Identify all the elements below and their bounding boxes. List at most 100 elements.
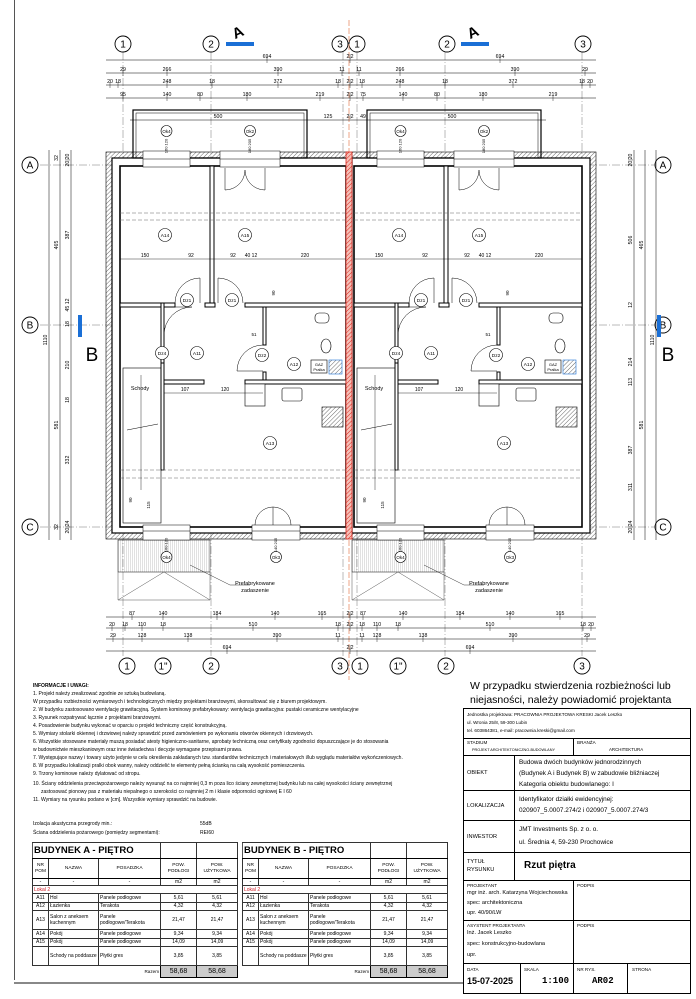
axis-label-top-circle — [202, 35, 220, 53]
dimension-value: 248 — [163, 79, 172, 85]
column-header: POW. PODŁOGI — [160, 858, 198, 879]
notes-section: INFORMACJE I UWAGI: 1. Projekt należy zr… — [33, 682, 463, 804]
wall-stairs — [394, 362, 399, 471]
unit-cell: m2 — [406, 878, 449, 886]
door-swing — [236, 344, 264, 372]
axis-label-top-circle — [331, 35, 349, 53]
dimension-value: 115 — [380, 501, 385, 509]
table-cell: 21,47 — [370, 910, 408, 930]
dimension-value: 92 — [230, 253, 236, 259]
dimension-value: 18 — [122, 622, 128, 628]
dimension-value: 694 — [263, 54, 272, 60]
dimension-value: 18 — [65, 321, 71, 327]
scale-value: 1:100 — [542, 976, 570, 986]
dimension-value: 372 — [274, 79, 283, 85]
note-line: 11. Wymiary na rysunku podano w [cm]. Ws… — [33, 797, 218, 803]
door-swing — [174, 277, 201, 304]
room-tag-circle — [238, 228, 252, 242]
note-line: 2. W budynku zastosowano wentylację graw… — [33, 707, 359, 713]
stairs — [356, 367, 396, 524]
table-cell: 4,32 — [196, 901, 239, 911]
notes-title: INFORMACJE I UWAGI: — [33, 683, 89, 689]
group-row: Lokal 2 — [241, 885, 449, 894]
dimension-value: 140 — [159, 611, 168, 617]
dimension-value: 219 — [316, 92, 325, 98]
unit-cell: - — [48, 878, 99, 886]
axis-label-top: 2 — [208, 40, 214, 51]
room-tag: A13 — [266, 441, 275, 447]
axis-label-bottom-circle — [437, 657, 455, 675]
interior-wall — [163, 379, 205, 385]
axis-label-bottom: 2 — [208, 662, 214, 673]
door-tag: Dz4 — [392, 351, 401, 357]
note-line: 9. Trzony kominowe należy dylatować od s… — [33, 771, 141, 777]
window-tag-circle — [394, 125, 407, 137]
designer-row: PROJEKTANT mgr inż. arch. Katarzyna Wojc… — [464, 881, 690, 921]
kitchen-sink — [281, 387, 303, 402]
dimension-value: 45 12 — [65, 298, 71, 311]
window-size: 180 205 — [247, 138, 252, 153]
location-line-2: 020907_5.0007.274/2 i 020907_5.0007.274/… — [519, 807, 649, 814]
wall-bathroom — [262, 306, 267, 346]
total-label: Razem — [354, 968, 370, 974]
window-size: 160 120 — [398, 138, 403, 153]
dimension-value: 18 — [335, 79, 341, 85]
canopy-label: zadaszenie — [475, 588, 503, 594]
table-cell: A14 — [242, 929, 259, 939]
dimension-value: 125 — [324, 114, 333, 120]
room-tag: A12 — [524, 362, 533, 368]
dimension-value: 2|2 — [346, 611, 353, 617]
door-tag: Dz2 — [258, 353, 267, 359]
table-cell — [32, 946, 49, 966]
note-line: 8. W przypadku lokalizacji pralki obok w… — [33, 763, 306, 769]
dimension-value: 95 — [120, 92, 126, 98]
dimension-value: 11 — [335, 633, 340, 639]
wall-kitchen — [244, 379, 347, 385]
dimension-value: 18 — [335, 622, 341, 628]
object-label: OBIEKT — [467, 770, 488, 776]
cell-divider — [464, 921, 574, 963]
chimney — [328, 359, 343, 375]
wall-a14-a15 — [209, 165, 215, 306]
door-tag-circle — [489, 348, 503, 362]
room-tag: A14 — [161, 233, 170, 239]
total-usable-area: 58,68 — [196, 965, 239, 978]
cell-divider — [464, 964, 521, 994]
axis-label-top-circle — [574, 35, 592, 53]
unit-cell: - — [258, 878, 309, 886]
total-floor-area: 58,68 — [160, 965, 198, 978]
dimension-value: 49 — [360, 114, 366, 120]
table-cell: Płytki gres — [97, 946, 162, 966]
unit-cell: - — [307, 878, 372, 886]
table-cell: 9,34 — [406, 929, 449, 939]
dimension-value: 32 — [54, 155, 60, 161]
dimension-value: 87 — [129, 611, 135, 617]
table-cell: Panele podłogowe — [97, 937, 162, 947]
section-marker-bar — [657, 315, 661, 337]
dimension-value: 40 12 — [479, 253, 492, 259]
assistant-name: Inż. Jacek Leszko — [467, 930, 512, 936]
stage-label: STADIUM — [467, 740, 488, 745]
date-label: DATA — [467, 967, 479, 972]
dimension-value: 107 — [415, 387, 424, 393]
interior-wall — [204, 302, 216, 308]
column-header: POSADZKA — [307, 858, 372, 879]
axis-label-left-circle — [21, 518, 39, 536]
table-cell: A12 — [242, 901, 259, 911]
assistant-license: upr. — [467, 952, 477, 958]
location-label: LOKALIZACJA — [467, 803, 505, 809]
dimension-value: 11 — [339, 67, 344, 73]
canopy-leader — [423, 564, 484, 586]
table-cell: A12 — [32, 901, 49, 911]
section-marker-bar — [78, 315, 82, 337]
dimension-value: 387 — [65, 231, 71, 240]
branch-value: ARCHITEKTURA — [609, 747, 644, 752]
interior-wall — [478, 302, 583, 308]
canopy-label: zadaszenie — [241, 588, 269, 594]
table-title-blank — [370, 842, 408, 859]
